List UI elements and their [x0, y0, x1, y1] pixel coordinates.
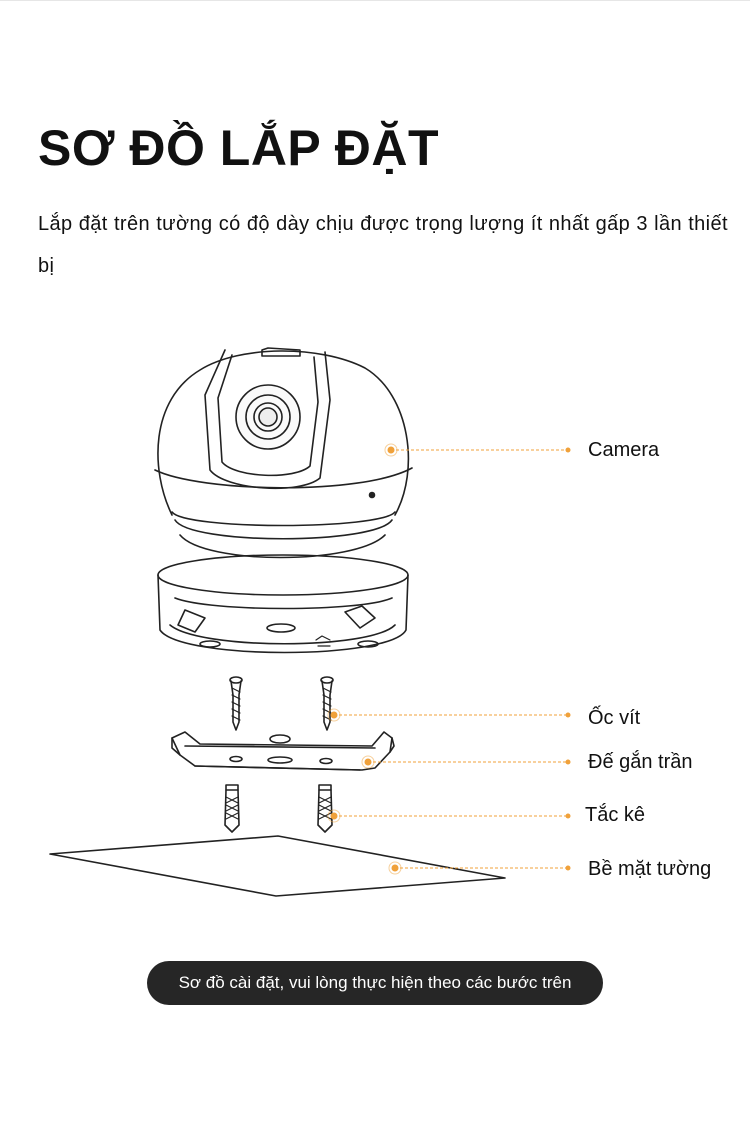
callout-camera-label: Camera	[588, 439, 660, 461]
screws-illustration	[229, 676, 334, 731]
page-title: SƠ ĐỒ LẮP ĐẶT	[38, 120, 440, 176]
camera-marker	[387, 446, 395, 454]
callout-wall-anchor-label: Tắc kê	[585, 804, 646, 826]
wall-anchors-illustration	[224, 784, 333, 833]
wall-surface-illustration	[49, 835, 506, 897]
callout-wall-surface-label: Bề mặt tường	[588, 858, 712, 880]
screw-marker	[330, 711, 338, 719]
callout-screw-label: Ốc vít	[588, 707, 641, 729]
callout-ceiling-mount-label: Đế gắn trần	[588, 751, 693, 773]
caption-badge: Sơ đồ cài đặt, vui lòng thực hiện theo c…	[147, 961, 603, 1005]
camera-illustration	[154, 347, 413, 654]
top-divider	[0, 0, 750, 1]
ceiling-mount-marker	[364, 758, 372, 766]
page-description: Lắp đặt trên tường có độ dày chịu được t…	[38, 213, 728, 277]
wall-surface-marker	[391, 864, 399, 872]
ceiling-mount-illustration	[171, 731, 395, 771]
wall-anchor-marker	[330, 812, 338, 820]
